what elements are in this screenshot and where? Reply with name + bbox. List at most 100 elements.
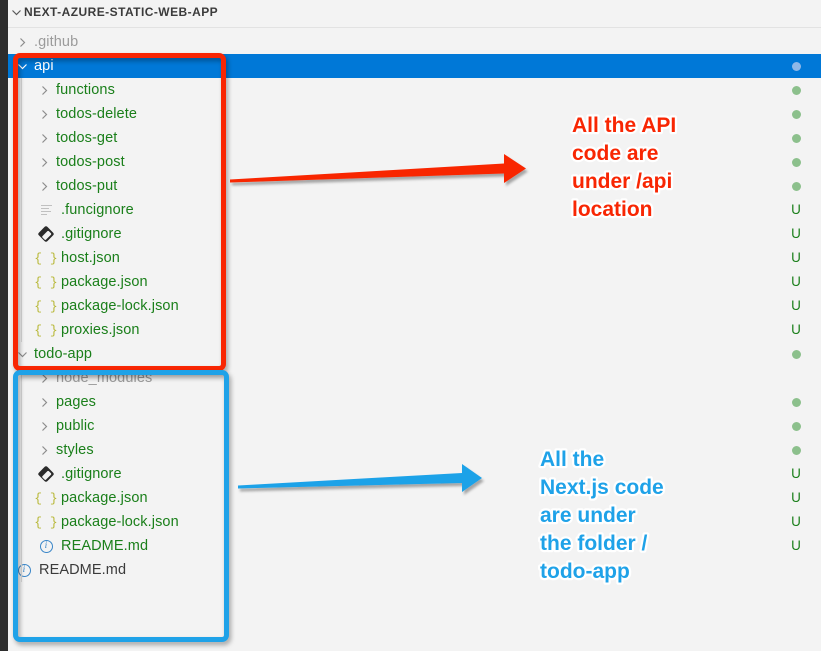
tree-row-todos-post[interactable]: todos-post: [8, 150, 821, 174]
indent-spacer: [8, 222, 36, 246]
tree-item-label: README.md: [61, 538, 149, 554]
git-status-untracked: U: [791, 514, 801, 529]
annotation-line: Next.js code: [540, 476, 664, 499]
annotation-line: Next.js code: [540, 476, 664, 499]
annotation-line: location: [572, 198, 653, 221]
indent-spacer: [8, 510, 36, 534]
tree-row-public[interactable]: public: [8, 414, 821, 438]
tree-item-label: todos-get: [56, 130, 118, 146]
tree-row-todos-put[interactable]: todos-put: [8, 174, 821, 198]
git-status-dot: [787, 54, 805, 78]
tree-row-styles[interactable]: styles: [8, 438, 821, 462]
tree-item-label: .gitignore: [61, 226, 122, 242]
json-file-icon: { }: [34, 250, 58, 266]
chevron-right-icon[interactable]: [36, 390, 52, 414]
annotation-line: todo-app: [540, 560, 630, 583]
indent-spacer: [8, 414, 36, 438]
tree-row-pages[interactable]: pages: [8, 390, 821, 414]
annotation-line: All the: [540, 448, 604, 471]
tree-row-todos-delete[interactable]: todos-delete: [8, 102, 821, 126]
git-file-icon: [36, 462, 56, 486]
indent-spacer: [8, 246, 36, 270]
annotation-line: under /api: [572, 170, 672, 193]
annotation-line: location: [572, 198, 653, 221]
git-status-dot: [787, 414, 805, 438]
tree-item-label: todos-post: [56, 154, 125, 170]
chevron-down-icon[interactable]: [14, 342, 30, 366]
annotation-line: todo-app: [540, 560, 630, 583]
indent-spacer: [8, 174, 36, 198]
indent-spacer: [8, 102, 36, 126]
chevron-right-icon[interactable]: [36, 414, 52, 438]
tree-item-label: .funcignore: [61, 202, 134, 218]
tree-row--gitignore[interactable]: .gitignore U: [8, 222, 821, 246]
tree-item-label: todos-delete: [56, 106, 138, 122]
git-status-dot: [787, 78, 805, 102]
tree-item-label: proxies.json: [61, 322, 140, 338]
git-status-untracked: U: [791, 322, 801, 337]
git-status-untracked: U: [791, 466, 801, 481]
indent-guide-api: [21, 78, 22, 342]
json-file-icon: { }: [34, 274, 58, 290]
markdown-info-icon: i: [36, 534, 56, 558]
tree-row--github[interactable]: .github: [8, 30, 821, 54]
workspace-root-row[interactable]: NEXT-AZURE-STATIC-WEB-APP: [8, 0, 821, 24]
chevron-right-icon[interactable]: [36, 150, 52, 174]
tree-item-label: todos-put: [56, 178, 118, 194]
chevron-right-icon[interactable]: [36, 126, 52, 150]
tree-item-label: todo-app: [34, 346, 93, 362]
annotation-line: are under: [540, 504, 636, 527]
chevron-right-icon[interactable]: [36, 438, 52, 462]
tree-item-label: api: [34, 58, 54, 74]
chevron-right-icon[interactable]: [36, 366, 52, 390]
tree-row-todos-get[interactable]: todos-get: [8, 126, 821, 150]
chevron-down-icon[interactable]: [14, 54, 30, 78]
tree-row-proxies-json[interactable]: { }proxies.json U: [8, 318, 821, 342]
indent-spacer: [8, 78, 36, 102]
chevron-down-icon[interactable]: [8, 0, 24, 24]
indent-spacer: [8, 270, 36, 294]
tree-row-functions[interactable]: functions: [8, 78, 821, 102]
chevron-right-icon[interactable]: [36, 78, 52, 102]
indent-spacer: [8, 150, 36, 174]
indent-spacer: [8, 366, 36, 390]
json-file-icon: { }: [34, 514, 58, 530]
annotation-line: All the API: [572, 114, 676, 137]
git-status-untracked: U: [791, 226, 801, 241]
annotation-line: the folder /: [540, 532, 648, 555]
chevron-right-icon[interactable]: [36, 102, 52, 126]
markdown-info-icon: i: [14, 558, 34, 582]
header-divider: [8, 27, 821, 28]
indent-spacer: [8, 534, 36, 558]
tree-item-label: .github: [34, 34, 79, 50]
chevron-right-icon[interactable]: [36, 174, 52, 198]
indent-spacer: [8, 390, 36, 414]
json-file-icon: { }: [34, 298, 58, 314]
indent-spacer: [8, 318, 36, 342]
git-status-untracked: U: [791, 250, 801, 265]
git-status-dot: [787, 438, 805, 462]
git-status-untracked: U: [791, 490, 801, 505]
tree-row-api[interactable]: api: [8, 54, 821, 78]
chevron-right-icon[interactable]: [14, 30, 30, 54]
indent-spacer: [8, 126, 36, 150]
tree-row-todo-app[interactable]: todo-app: [8, 342, 821, 366]
annotation-line: code are: [572, 142, 658, 165]
tree-item-label: functions: [56, 82, 115, 98]
json-file-icon: { }: [34, 322, 58, 338]
ignore-file-icon: [36, 198, 56, 222]
tree-row-node-modules[interactable]: node_modules: [8, 366, 821, 390]
git-status-dot: [787, 102, 805, 126]
